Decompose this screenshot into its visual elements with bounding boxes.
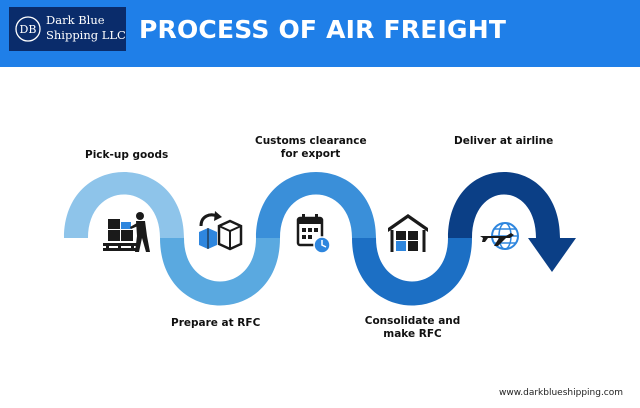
step-3-label: Customs clearance for export xyxy=(255,135,367,161)
plane-globe-icon xyxy=(480,220,521,252)
db-monogram-icon: DB xyxy=(15,16,41,42)
website-url: www.darkblueshipping.com xyxy=(499,388,624,398)
brand-logo: DB Dark Blue Shipping LLC xyxy=(9,7,126,51)
brand-name-line2: Shipping LLC xyxy=(46,28,126,42)
step-3-label-line1: Customs clearance xyxy=(255,135,367,147)
step-3-label-line2: for export xyxy=(280,148,341,160)
worker-loading-boxes-icon xyxy=(103,212,150,252)
step-4-label-line1: Consolidate and xyxy=(364,315,461,327)
brand-name: Dark Blue Shipping LLC xyxy=(46,13,126,43)
boxes-arrow-icon xyxy=(199,211,243,251)
warehouse-icon xyxy=(388,214,428,252)
step-4-label: Consolidate and make RFC xyxy=(357,315,468,341)
calendar-clock-icon xyxy=(296,214,331,254)
page-title: PROCESS OF AIR FREIGHT xyxy=(139,15,507,44)
step-4-label-line2: make RFC xyxy=(383,328,442,340)
step-5-label: Deliver at airline xyxy=(454,135,554,147)
step-2-label: Prepare at RFC xyxy=(171,317,261,329)
process-flow-diagram xyxy=(64,172,576,306)
flow-segment-3 xyxy=(256,172,376,238)
header-banner: DB Dark Blue Shipping LLC PROCESS OF AIR… xyxy=(0,0,640,67)
flow-arrowhead xyxy=(528,238,576,272)
step-1-label: Pick-up goods xyxy=(85,149,169,161)
flow-segment-1 xyxy=(64,172,184,238)
brand-name-line1: Dark Blue xyxy=(46,13,105,27)
flow-segment-5 xyxy=(448,172,560,238)
flow-segment-2 xyxy=(160,238,280,306)
flow-segment-4 xyxy=(352,238,472,306)
svg-text:DB: DB xyxy=(20,23,37,36)
